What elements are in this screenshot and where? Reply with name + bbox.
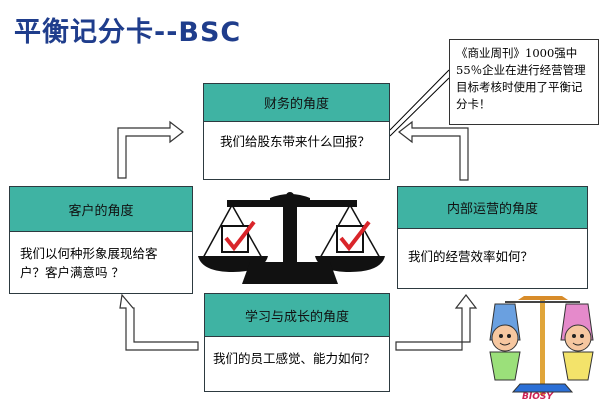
callout-note: 《商业周刊》1000强中55％企业在进行经营管理目标考核时使用了平衡记分卡！ bbox=[449, 39, 599, 125]
learning-growth-header: 学习与成长的角度 bbox=[205, 294, 389, 337]
signature-text: BIOSY bbox=[522, 392, 553, 402]
internal-operations-header: 内部运营的角度 bbox=[398, 187, 587, 229]
learning-growth-card: 学习与成长的角度 我们的员工感觉、能力如何？ bbox=[204, 293, 390, 392]
callout-lines bbox=[389, 69, 450, 137]
customer-perspective-header: 客户的角度 bbox=[10, 187, 192, 232]
internal-operations-card: 内部运营的角度 我们的经营效率如何？ bbox=[397, 186, 588, 289]
page-title: 平衡记分卡--BSC bbox=[14, 17, 242, 48]
cartoon-scale-icon bbox=[489, 296, 594, 395]
learning-growth-question: 我们的员工感觉、能力如何？ bbox=[213, 351, 376, 366]
balance-scale-icon bbox=[198, 192, 385, 284]
financial-perspective-question: 我们给股东带来什么回报？ bbox=[220, 134, 371, 149]
internal-operations-question: 我们的经营效率如何？ bbox=[408, 249, 534, 264]
customer-perspective-card: 客户的角度 我们以何种形象展现给客户？客户满意吗 ？ bbox=[9, 186, 193, 294]
arrow-icon bbox=[398, 120, 469, 181]
financial-perspective-header: 财务的角度 bbox=[204, 84, 389, 122]
arrow-icon bbox=[117, 120, 184, 179]
checkmark-icon bbox=[336, 220, 371, 253]
financial-perspective-card: 财务的角度 我们给股东带来什么回报？ bbox=[203, 83, 390, 180]
checkmark-icon bbox=[221, 220, 256, 253]
customer-perspective-question: 我们以何种形象展现给客户？客户满意吗 ？ bbox=[20, 246, 158, 280]
arrow-icon bbox=[395, 294, 478, 351]
arrow-icon bbox=[119, 293, 199, 351]
